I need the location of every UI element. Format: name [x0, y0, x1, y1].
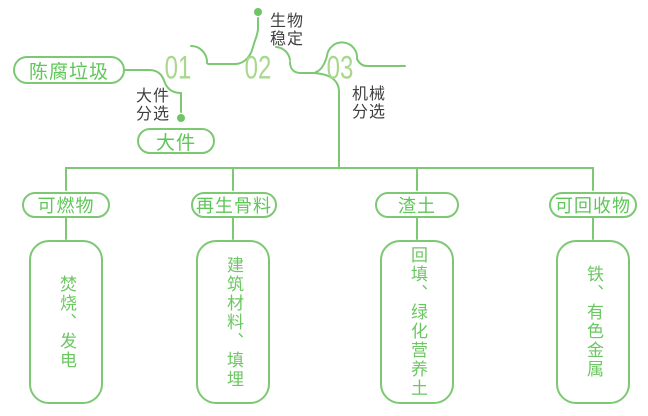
- bulky-sorting-label: 大件 分选: [136, 88, 170, 124]
- bulky-sorting-line2: 分选: [136, 106, 171, 123]
- step2-number: 02: [244, 49, 272, 86]
- category-pill-recyclables: 可回收物: [549, 192, 637, 218]
- arc-step1: [190, 44, 209, 64]
- detail-text: 铁、有色金属: [584, 265, 603, 379]
- line-source-to-step1: [124, 69, 182, 113]
- source-label: 陈腐垃圾: [28, 61, 109, 83]
- bulky-output-node: 大件: [137, 128, 215, 154]
- detail-box-recycled-aggregate: 建筑材料、填埋: [196, 240, 270, 404]
- bulky-branch-dot: [177, 114, 185, 122]
- bio-stability-line2: 稳定: [270, 31, 305, 48]
- line-trunk: [313, 72, 340, 169]
- category-pill-combustibles: 可燃物: [22, 192, 110, 218]
- bio-stability-label: 生物 稳定: [270, 13, 304, 49]
- source-node: 陈腐垃圾: [13, 56, 125, 84]
- arc-step3-tail: [315, 41, 406, 73]
- category-label: 渣土: [398, 196, 436, 216]
- detail-box-recyclables: 铁、有色金属: [556, 240, 630, 404]
- step1-number: 01: [164, 49, 192, 86]
- category-label: 再生骨料: [196, 196, 272, 216]
- bulky-output-label: 大件: [155, 132, 196, 154]
- category-pill-recycled-aggregate: 再生骨料: [191, 192, 277, 218]
- detail-text: 建筑材料、填埋: [224, 255, 243, 389]
- distribution-bar: [65, 167, 594, 191]
- mechanical-sorting-line1: 机械: [352, 86, 387, 103]
- step3-number: 03: [326, 49, 354, 86]
- line-step2-bio: [235, 17, 259, 65]
- mechanical-sorting-label: 机械 分选: [352, 86, 386, 122]
- category-label: 可燃物: [37, 196, 95, 216]
- category-pill-slag: 渣土: [375, 192, 459, 218]
- detail-box-slag: 回填、绿化营养土: [380, 240, 454, 404]
- detail-text: 回填、绿化营养土: [408, 246, 427, 398]
- bio-branch-dot: [254, 8, 262, 16]
- bio-stability-line1: 生物: [270, 13, 305, 30]
- arc-step2: [275, 46, 291, 61]
- detail-text: 焚烧、发电: [57, 274, 76, 370]
- detail-box-combustibles: 焚烧、发电: [29, 240, 103, 404]
- line-step2-step3: [289, 61, 315, 74]
- mechanical-sorting-line2: 分选: [352, 104, 387, 121]
- bulky-sorting-line1: 大件: [136, 88, 171, 105]
- category-label: 可回收物: [555, 196, 631, 216]
